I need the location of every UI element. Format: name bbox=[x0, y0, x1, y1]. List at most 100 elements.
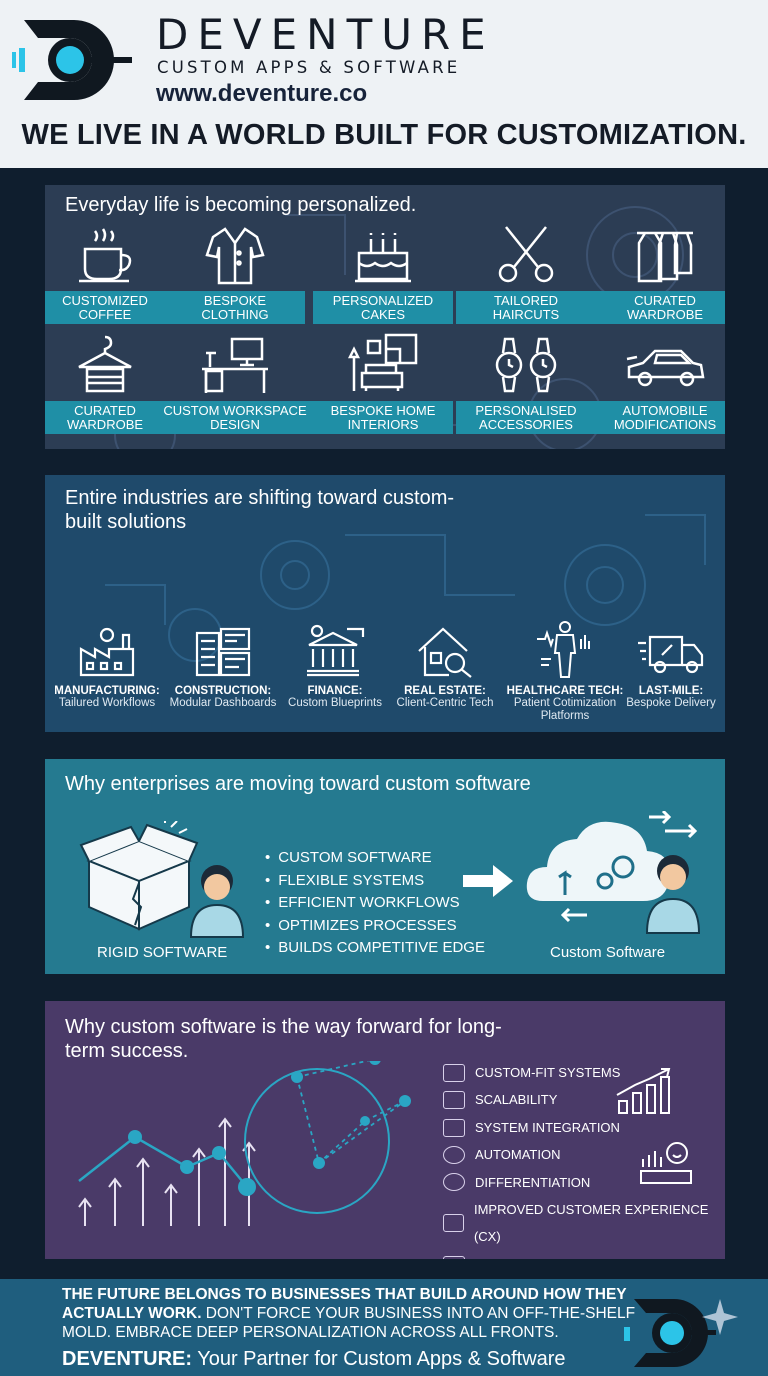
coffee-cup-icon bbox=[79, 228, 132, 283]
arrow-right-icon bbox=[463, 865, 513, 897]
item-label: AUTOMOBILE MODIFICATIONS bbox=[595, 401, 725, 434]
section2-title: Entire industries are shifting toward cu… bbox=[65, 487, 455, 533]
bank-icon bbox=[307, 624, 365, 677]
sofa-icon bbox=[348, 333, 418, 391]
industry-last-mile: LAST-MILE: Bespoke Delivery bbox=[611, 625, 725, 710]
item-personalized-cakes: PERSONALIZED CAKES bbox=[313, 223, 453, 324]
section1-title: Everyday life is becoming personalized. bbox=[65, 194, 417, 216]
industry-sub: Custom Blueprints bbox=[288, 697, 382, 709]
item-custom-workspace-design: CUSTOM WORKSPACE DESIGN bbox=[155, 333, 315, 434]
item-automobile-modifications: AUTOMOBILE MODIFICATIONS bbox=[595, 333, 725, 434]
list-item-label: AUTOMATION bbox=[475, 1147, 561, 1163]
rigid-software-caption: RIGID SOFTWARE bbox=[97, 944, 228, 961]
growth-network-illustration-icon bbox=[78, 1061, 411, 1226]
broken-box-illustration-icon bbox=[79, 821, 245, 938]
section-industries-shifting: Entire industries are shifting toward cu… bbox=[45, 475, 725, 732]
list-item-label: SYSTEM INTEGRATION bbox=[475, 1119, 620, 1135]
list-item-label: DIFFERENTIATION bbox=[475, 1174, 591, 1190]
list-item: DIFFERENTIATION bbox=[443, 1169, 725, 1196]
footer-logo-icon bbox=[624, 1299, 738, 1367]
list-item: IMPROVED CUSTOMER EXPERIENCE (CX) bbox=[443, 1196, 725, 1251]
industry-head: LAST-MILE: bbox=[638, 685, 704, 697]
cake-icon bbox=[355, 233, 411, 283]
footer-message: THE FUTURE BELONGS TO BUSINESSES THAT BU… bbox=[62, 1285, 642, 1342]
industry-construction: CONSTRUCTION: Modular Dashboards bbox=[163, 625, 283, 710]
watch-icon bbox=[495, 337, 557, 393]
desk-icon bbox=[202, 337, 268, 393]
scissors-icon bbox=[498, 226, 554, 283]
brand-url-link[interactable]: www.deventure.co bbox=[156, 80, 368, 107]
item-label: TAILORED HAIRCUTS bbox=[456, 291, 596, 324]
delivery-truck-icon bbox=[638, 635, 704, 674]
footer-brand-text: Your Partner for Custom Apps & Software bbox=[192, 1348, 566, 1370]
list-item: BUILDS COMPETITIVE EDGE bbox=[265, 937, 485, 960]
benefits-list: CUSTOM-FIT SYSTEMS SCALABILITY SYSTEM IN… bbox=[443, 1059, 725, 1259]
list-item: AUTOMATION bbox=[443, 1141, 725, 1168]
hanger-icon bbox=[78, 335, 132, 393]
footer-brand-bold: DEVENTURE: bbox=[62, 1348, 193, 1370]
section-way-forward: Why custom software is the way forward f… bbox=[45, 1001, 725, 1259]
bar-chart-growth-icon bbox=[616, 1068, 671, 1114]
blueprint-icon bbox=[195, 627, 251, 677]
item-curated-wardrobe-rack: CURATED WARDROBE bbox=[595, 223, 725, 324]
section-enterprises-moving: Why enterprises are moving toward custom… bbox=[45, 759, 725, 974]
item-label: CUSTOM WORKSPACE DESIGN bbox=[155, 401, 315, 434]
item-bespoke-clothing: BESPOKE CLOTHING bbox=[165, 223, 305, 324]
header: DEVENTURE CUSTOM APPS & SOFTWARE www.dev… bbox=[0, 0, 768, 168]
car-icon bbox=[626, 349, 705, 387]
shirt-icon bbox=[205, 227, 265, 285]
item-label: BESPOKE HOME INTERIORS bbox=[313, 401, 453, 434]
item-label: PERSONALIZED CAKES bbox=[313, 291, 453, 324]
item-curated-wardrobe-hanger: CURATED WARDROBE bbox=[45, 333, 175, 434]
item-label: PERSONALISED ACCESSORIES bbox=[456, 401, 596, 434]
item-label: CURATED WARDROBE bbox=[45, 401, 175, 434]
industry-finance: FINANCE: Custom Blueprints bbox=[275, 623, 395, 710]
cloud-gears-illustration-icon bbox=[526, 811, 701, 934]
item-bespoke-home-interiors: BESPOKE HOME INTERIORS bbox=[313, 333, 453, 434]
custom-software-benefits-list: CUSTOM SOFTWARE FLEXIBLE SYSTEMS EFFICIE… bbox=[265, 847, 485, 960]
industry-head: MANUFACTURING: bbox=[54, 685, 160, 697]
puzzle-icon bbox=[443, 1063, 465, 1082]
section4-title: Why custom software is the way forward f… bbox=[65, 1016, 502, 1062]
customer-rating-icon bbox=[640, 1142, 692, 1184]
expand-icon bbox=[443, 1091, 465, 1110]
industry-head: REAL ESTATE: bbox=[404, 685, 486, 697]
list-item: FLEXIBLE SYSTEMS bbox=[265, 870, 485, 893]
list-item: EFFICIENT WORKFLOWS bbox=[265, 892, 485, 915]
list-item: SCALABILITY bbox=[443, 1086, 725, 1113]
gear-icon bbox=[443, 1145, 465, 1164]
target-icon bbox=[443, 1173, 465, 1192]
item-label: BESPOKE CLOTHING bbox=[165, 291, 305, 324]
custom-software-caption: Custom Software bbox=[550, 944, 666, 961]
house-search-icon bbox=[418, 627, 472, 678]
list-item: SYSTEM INTEGRATION bbox=[443, 1114, 725, 1141]
brand-name: DEVENTURE bbox=[156, 10, 495, 59]
section-everyday-personalization: Everyday life is becoming personalized. … bbox=[45, 185, 725, 449]
industry-sub: Client-Centric Tech bbox=[396, 697, 494, 709]
brand-tagline: CUSTOM APPS & SOFTWARE bbox=[157, 58, 461, 77]
list-item: CUSTOM-FIT SYSTEMS bbox=[443, 1059, 725, 1086]
industry-sub: Patient Cotimization Platforms bbox=[513, 697, 617, 722]
industry-sub: Bespoke Delivery bbox=[626, 697, 716, 709]
factory-icon bbox=[79, 627, 135, 677]
industry-real-estate: REAL ESTATE: Client-Centric Tech bbox=[385, 625, 505, 710]
item-label: CUSTOMIZED COFFEE bbox=[45, 291, 175, 324]
industry-sub: Tailured Workflows bbox=[58, 697, 156, 709]
list-item-label: IMPROVED CUSTOMER EXPERIENCE (CX) bbox=[473, 1202, 709, 1245]
deventure-logo-icon bbox=[12, 20, 132, 100]
industry-sub: Modular Dashboards bbox=[169, 697, 277, 709]
footer-brand: DEVENTURE: Your Partner for Custom Apps … bbox=[62, 1348, 566, 1371]
industry-manufacturing: MANUFACTURING: Tailured Workflows bbox=[47, 625, 167, 710]
clothes-rack-icon bbox=[637, 231, 693, 283]
list-item: CUSTOM SOFTWARE bbox=[265, 847, 485, 870]
integration-icon bbox=[443, 1118, 465, 1137]
industry-head: HEALTHCARE TECH: bbox=[506, 685, 624, 697]
item-personalised-accessories: PERSONALISED ACCESSORIES bbox=[456, 333, 596, 434]
calendar-icon bbox=[443, 1255, 465, 1259]
star-icon bbox=[443, 1214, 464, 1233]
list-item: OPTIMIZES PROCESSES bbox=[265, 915, 485, 938]
industry-head: FINANCE: bbox=[307, 685, 363, 697]
item-tailored-haircuts: TAILORED HAIRCUTS bbox=[456, 223, 596, 324]
medical-figure-icon bbox=[537, 621, 590, 678]
item-label: CURATED WARDROBE bbox=[595, 291, 725, 324]
